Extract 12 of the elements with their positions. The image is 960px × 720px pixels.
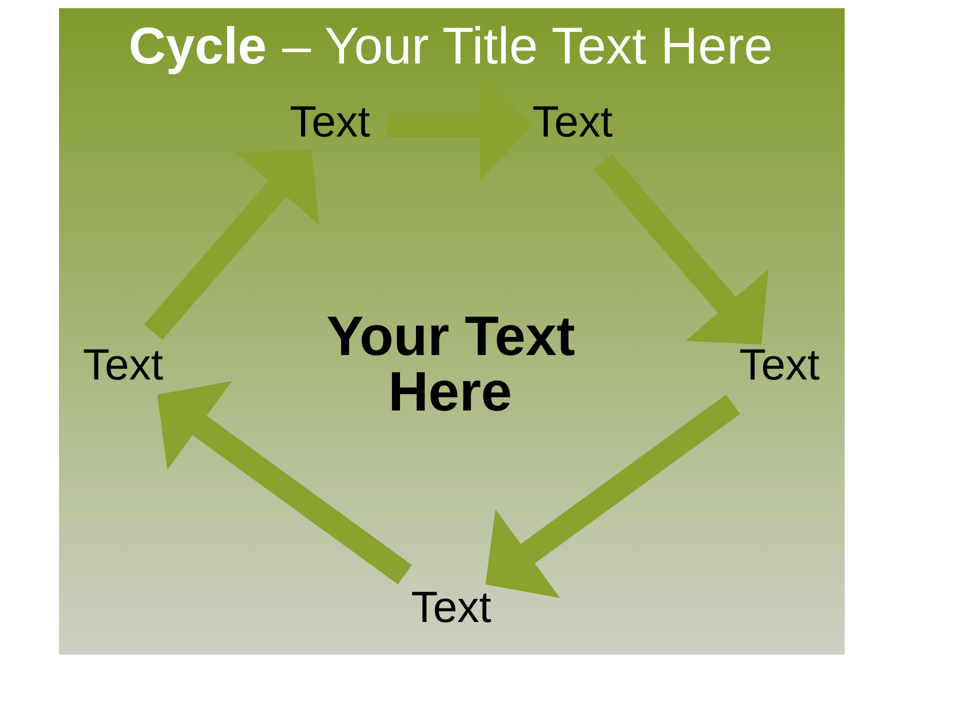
node-text: Text xyxy=(410,582,491,632)
diagram-title: Cycle – Your Title Text Here xyxy=(128,16,772,74)
node-text: Text xyxy=(738,340,820,390)
arrow xyxy=(484,394,740,598)
arrow xyxy=(386,70,532,180)
label: Your Text Here xyxy=(326,305,575,423)
node-text: Text xyxy=(82,340,163,390)
node-text: Text xyxy=(532,98,612,147)
arrow xyxy=(156,381,412,584)
arrow xyxy=(593,154,768,344)
node-text: Text xyxy=(289,98,370,147)
arrow xyxy=(144,149,318,340)
